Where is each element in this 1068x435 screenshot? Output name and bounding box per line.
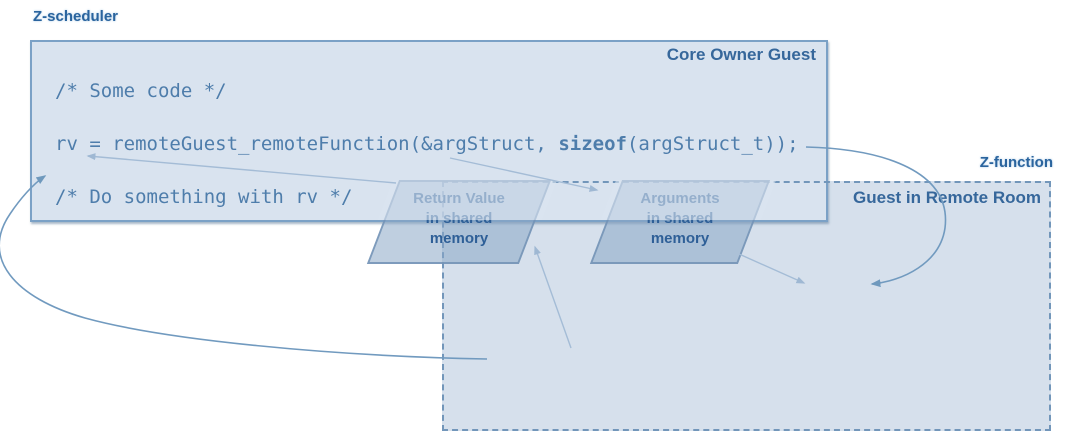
arguments-line3: memory <box>650 230 710 247</box>
return-value-parallelogram: Return Value in shared memory <box>366 180 558 264</box>
arguments-parallelogram: Arguments in shared memory <box>589 180 777 264</box>
z-scheduler-label: Z-scheduler <box>33 8 119 25</box>
code-remote-call-line: rv = remoteGuest_remoteFunction(&argStru… <box>55 133 799 155</box>
code-call-post: (argStruct_t)); <box>626 133 799 155</box>
code-comment-do-something: /* Do something with rv */ <box>55 186 353 208</box>
arguments-fade-overlay <box>600 180 777 220</box>
core-box-title: Core Owner Guest <box>666 45 816 64</box>
return-value-line3: memory <box>429 230 489 247</box>
remote-box-title: Guest in Remote Room <box>853 188 1041 207</box>
code-sizeof-keyword: sizeof <box>558 133 627 155</box>
return-value-fade-overlay <box>377 180 558 220</box>
z-function-label: Z-function <box>979 154 1053 171</box>
code-call-pre: rv = remoteGuest_remoteFunction(&argStru… <box>55 133 559 155</box>
code-comment-some-code: /* Some code */ <box>55 80 227 102</box>
